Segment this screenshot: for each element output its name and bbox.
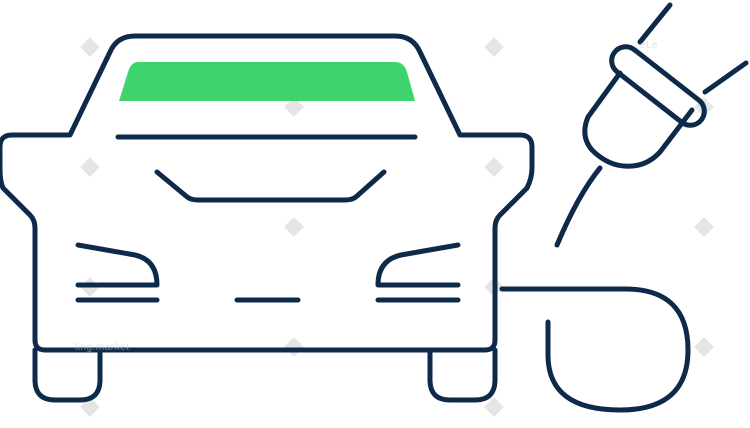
car-rear-wheel-left xyxy=(32,347,103,403)
car-headlight-right xyxy=(375,242,461,288)
car-headlight-left xyxy=(75,242,160,288)
charging-cable-loop xyxy=(499,286,691,413)
car-rear-wheel-right xyxy=(427,347,498,403)
charging-cable xyxy=(554,165,603,248)
car-windshield xyxy=(119,62,415,101)
car-body-outline xyxy=(0,33,535,353)
plug-head xyxy=(582,70,695,169)
car-grille xyxy=(154,169,387,203)
car-icon xyxy=(0,33,535,403)
charging-plug-icon xyxy=(499,2,749,413)
plug-prong-top xyxy=(637,2,673,45)
plug-prong-right xyxy=(702,60,749,95)
plug-cap xyxy=(609,44,707,128)
